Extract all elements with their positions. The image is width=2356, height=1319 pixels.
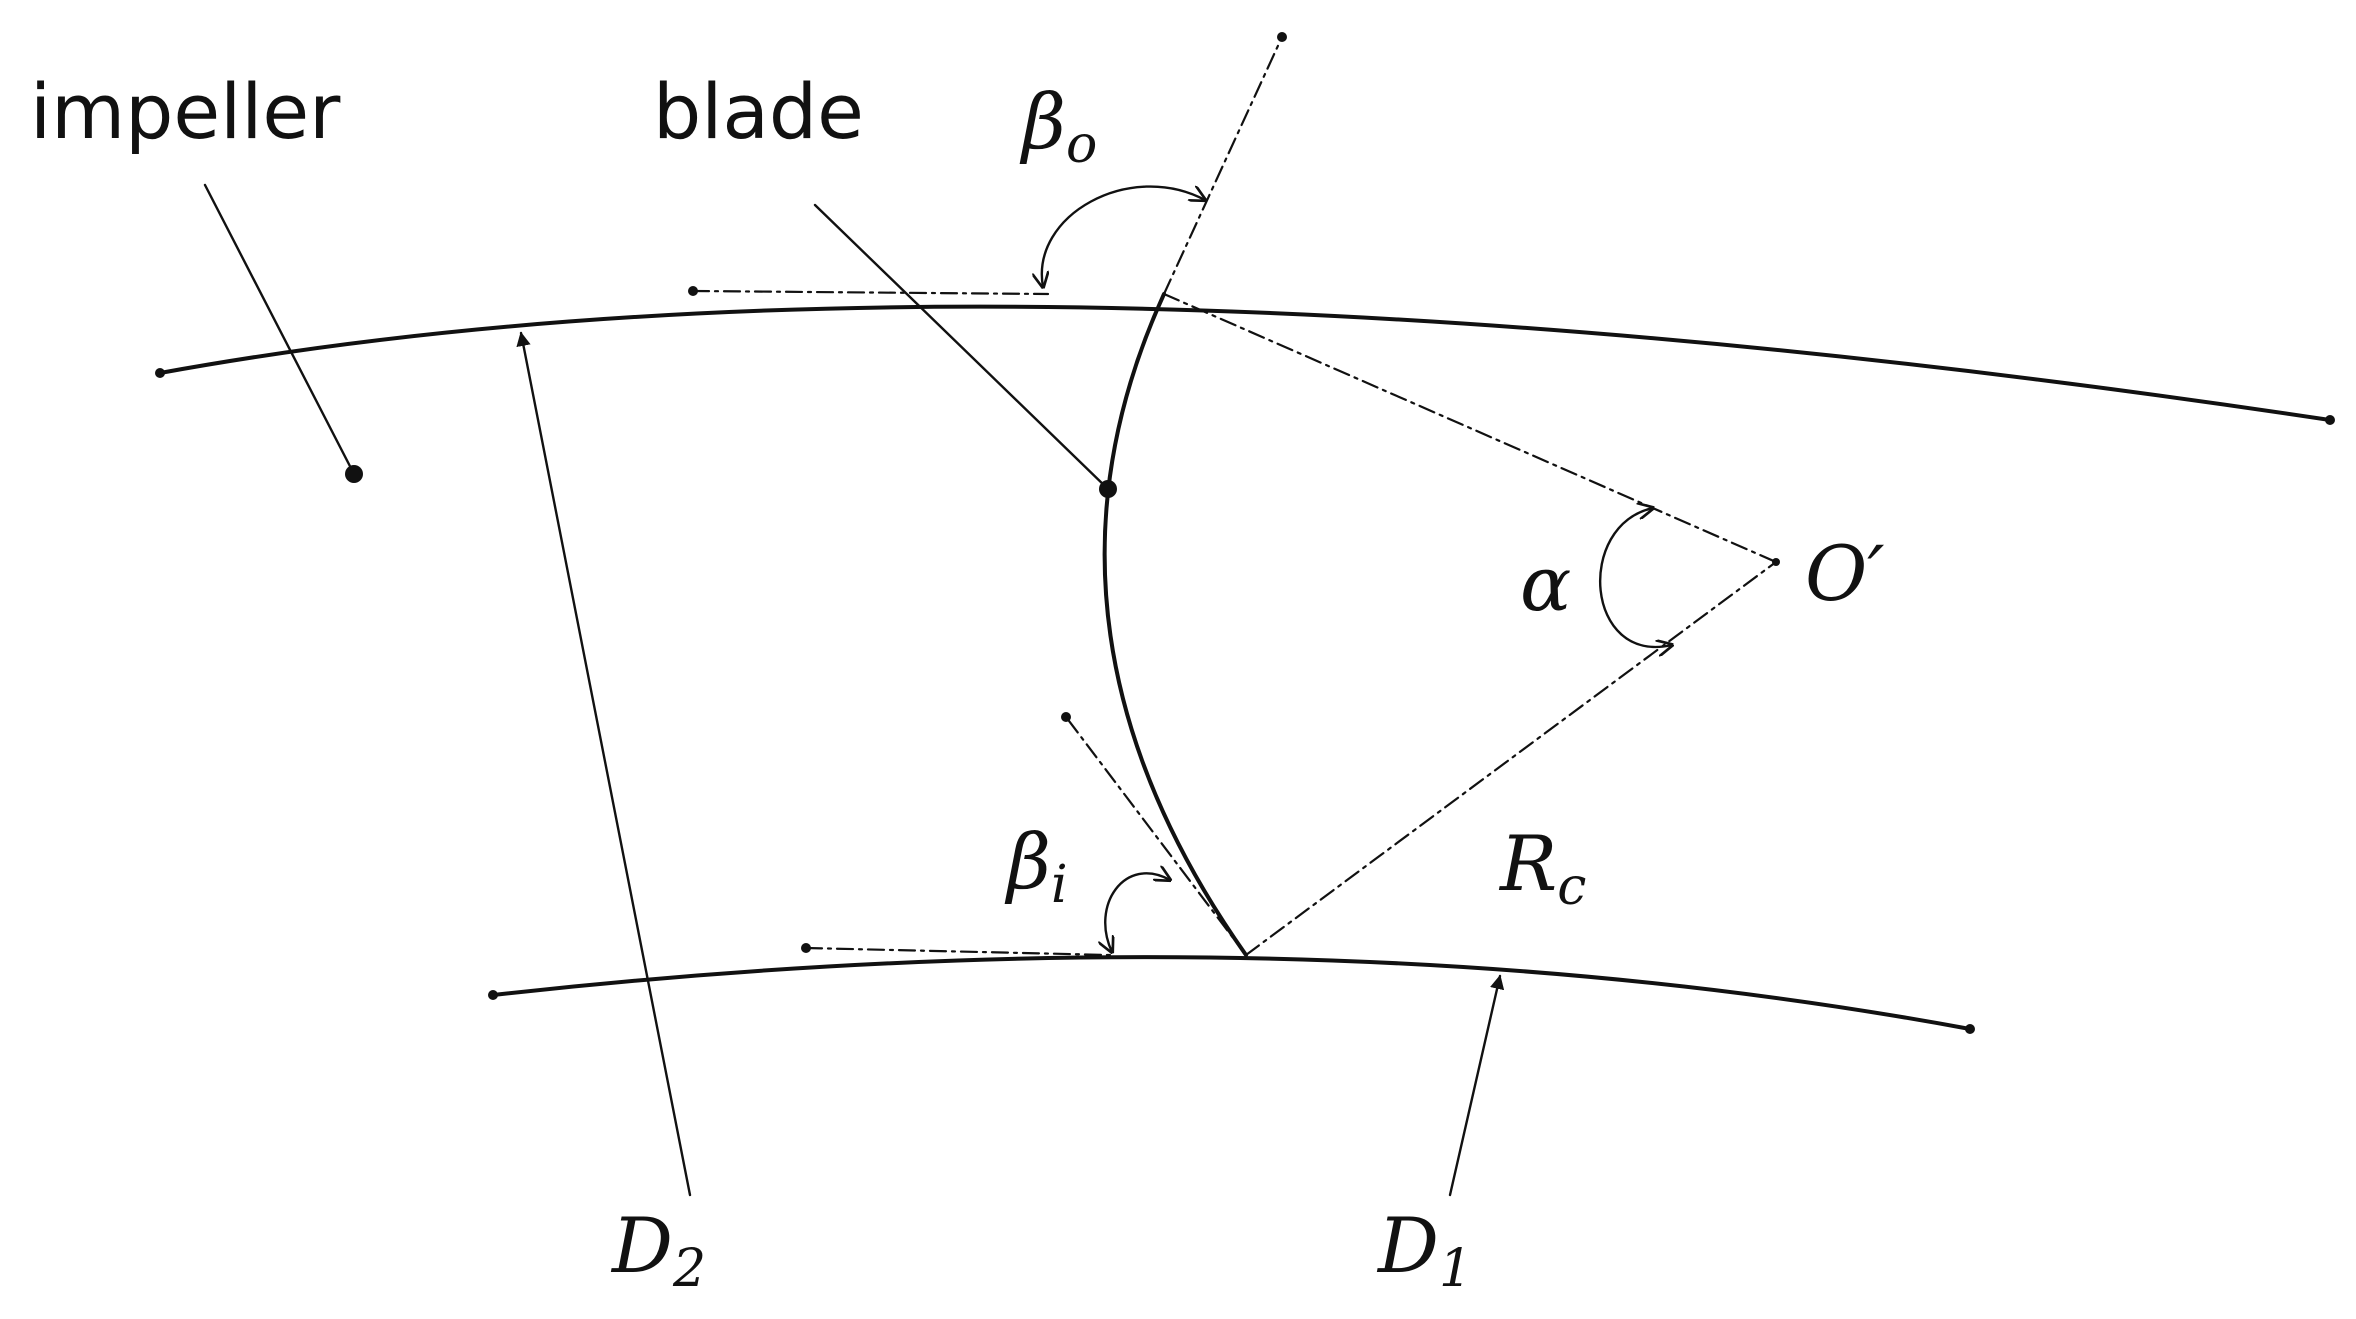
alpha-label: α	[1520, 539, 1571, 628]
blade-leader-line	[813, 203, 1110, 491]
center-label: O′	[1805, 529, 1885, 618]
center-to-inner-line	[1244, 560, 1778, 957]
beta-o-label: βo	[1019, 77, 1097, 175]
inner-arc-end-right	[1965, 1024, 1975, 1034]
inner-circumferential-line	[804, 946, 1112, 957]
impeller-leader-dot	[345, 465, 363, 483]
outer-arc	[158, 304, 2332, 422]
radius-label: Rc	[1498, 819, 1586, 917]
inner-circumferential-end	[801, 943, 811, 953]
inner-tangent-end	[1061, 712, 1071, 722]
outer-tangent-line	[1162, 35, 1284, 296]
inner-tangent-line	[1064, 715, 1248, 957]
outer-arc-end-left	[155, 368, 165, 378]
outer-tangent-end	[1277, 32, 1287, 42]
alpha-angle-arc	[1598, 508, 1672, 647]
outer-circumferential-end	[688, 286, 698, 296]
outer-circumferential-line	[691, 289, 1050, 296]
blade-leader-dot	[1099, 480, 1117, 498]
blade-label: blade	[653, 67, 864, 156]
center-point	[1772, 558, 1780, 566]
beta-o-angle-arc	[1042, 185, 1205, 287]
d2-label: D2	[610, 1201, 706, 1299]
beta-i-label: βi	[1004, 817, 1068, 915]
d1-arrow	[1448, 974, 1505, 1197]
inner-arc	[491, 955, 1972, 1031]
inner-arc-end-left	[488, 990, 498, 1000]
impeller-leader-line	[203, 183, 356, 476]
blade-curve	[1102, 292, 1248, 957]
d1-label: D1	[1376, 1201, 1472, 1299]
beta-i-angle-arc	[1105, 873, 1170, 952]
center-to-outer-line	[1162, 292, 1778, 564]
outer-arc-end-right	[2325, 415, 2335, 425]
d2-arrow	[516, 331, 692, 1197]
impeller-label: impeller	[30, 67, 341, 156]
